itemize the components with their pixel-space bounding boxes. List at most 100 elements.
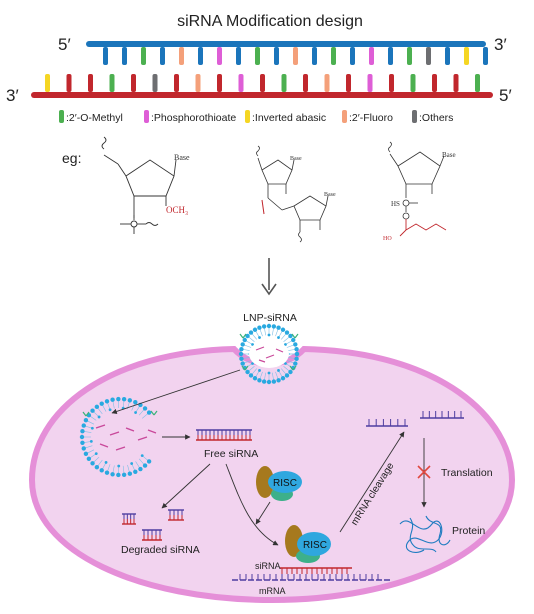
lnp-label: LNP-siRNA [243, 312, 297, 324]
top-strand-tick [122, 47, 127, 65]
lnp-lipid-head [280, 327, 286, 332]
endosome-lipid-head-inner [94, 452, 98, 456]
structure3-base-label: Base [442, 151, 456, 159]
arrow-to-risc-loading [225, 463, 279, 546]
lnp-lipid-head [248, 330, 254, 335]
endosome-lipid-head [86, 456, 92, 461]
lnp-lipid-head [293, 361, 298, 366]
top-strand-tick [255, 47, 260, 65]
endosome-lipid-head-inner [90, 426, 94, 430]
risc-bound-complex: RISC [285, 525, 331, 563]
arrow-lnp-to-endosome [111, 369, 241, 415]
mrna-label: mRNA [259, 586, 286, 596]
risc-label: RISC [273, 478, 297, 489]
top-strand-tick [331, 47, 336, 65]
endosome-lipid-head-inner [97, 415, 101, 419]
top-strand-tick [179, 47, 184, 65]
lnp-core [249, 340, 289, 368]
endosome-lipid-head [81, 446, 86, 451]
bottom-strand-tick [324, 74, 330, 92]
bottom-strand-tick [66, 74, 72, 92]
top-right-end-label: 3′ [494, 35, 507, 54]
bottom-strand-tick [88, 74, 93, 92]
bottom-strand-tick [152, 74, 158, 92]
lnp-receptor-icon [241, 365, 249, 371]
bottom-right-end-label: 5′ [499, 86, 512, 105]
risc-bound-blue-subunit [297, 532, 331, 556]
bottom-strand-tick [367, 74, 373, 92]
top-strand-tick [407, 47, 412, 65]
lnp-lipid-head [293, 342, 298, 347]
translation-blocked-icon [417, 465, 431, 479]
bottom-strand-tick [410, 74, 416, 92]
lnp-lipid-head [261, 379, 267, 384]
endosome-lipid-head [94, 464, 100, 470]
top-strand-tick [160, 47, 165, 65]
lnp-lipid-head [288, 333, 293, 339]
top-strand-tick [293, 47, 298, 65]
structure1-methyl-group: OCH₃ [166, 205, 188, 215]
endosome [79, 396, 158, 478]
bottom-strand-tick [238, 74, 244, 92]
top-strand-tick [198, 47, 203, 65]
endosome-lipid-head [121, 472, 127, 477]
lnp-lipid-head [248, 373, 254, 378]
lnp-lipid-head-inner [258, 369, 261, 372]
top-strand-tick [388, 47, 393, 65]
structure2-base-label-2: Base [324, 192, 336, 198]
endosome-lipid-head [116, 472, 121, 478]
lnp-lipid-head-inner [251, 343, 254, 346]
structure3-oh-group: HO [383, 236, 392, 242]
lnp-lipid-head-inner [277, 369, 280, 372]
endosome-lipid-head [90, 408, 95, 413]
lnp-lipid-head [276, 325, 281, 330]
endosome-lipid-head [81, 423, 86, 428]
endosome-lipid-head [83, 417, 89, 423]
top-strand [86, 41, 486, 47]
lnp-lipid-head [252, 376, 258, 381]
free-sirna-duplex [196, 429, 252, 441]
top-strand-tick [445, 47, 450, 65]
top-strand-tick [350, 47, 355, 65]
endosome-lipid-head [104, 470, 110, 475]
lnp-lipid-head [276, 378, 281, 383]
structure2-base-label-1: Base [290, 156, 302, 162]
lnp-lipid-head-inner [267, 333, 271, 337]
top-strand-tick [369, 47, 374, 65]
risc-blue-subunit [268, 471, 302, 493]
endosome-lipid-head [110, 397, 115, 402]
bottom-strand-tick [217, 74, 222, 92]
endosome-lipid-head [133, 400, 138, 405]
lnp-lipid-head [294, 346, 299, 352]
lnp-particle [238, 323, 300, 385]
endosome-released-sirna [95, 424, 157, 451]
endosome-lipid-head [127, 471, 133, 476]
endosome-lipid-head [146, 410, 152, 415]
target-mrna [232, 574, 390, 581]
bottom-strand-tick [281, 74, 287, 92]
endosome-receptor-icon [82, 411, 90, 417]
bottom-strand-tick [260, 74, 265, 92]
bottom-strand-tick [131, 74, 136, 92]
lnp-lipid-head-inner [267, 371, 271, 375]
top-strand-ticks [103, 47, 488, 65]
lnp-lipid-head [271, 379, 277, 384]
diagram-title: siRNA Modification design [177, 13, 363, 30]
bottom-strand-tick [303, 74, 308, 92]
endosome-lipid-head-inner [134, 411, 137, 414]
top-strand-tick [217, 47, 222, 65]
lnp-lipid-head-inner [258, 336, 261, 339]
sirna-label: siRNA [255, 561, 281, 571]
translation-label: Translation [441, 467, 493, 479]
legend-swatch-others [412, 110, 417, 123]
structure1-base-label: Base [174, 153, 190, 162]
endosome-lipid-head [121, 397, 127, 402]
endosome-lipid-head [142, 463, 148, 468]
lnp-sirna-cargo [255, 346, 284, 363]
endosome-receptor-icon [150, 410, 158, 416]
bottom-strand-tick [453, 74, 459, 92]
legend-label-inverted-abasic: :Inverted abasic [252, 112, 326, 124]
endosome-lipid-head [80, 440, 85, 445]
top-strand-tick [426, 47, 431, 65]
endosome-lipid-head [99, 401, 104, 406]
